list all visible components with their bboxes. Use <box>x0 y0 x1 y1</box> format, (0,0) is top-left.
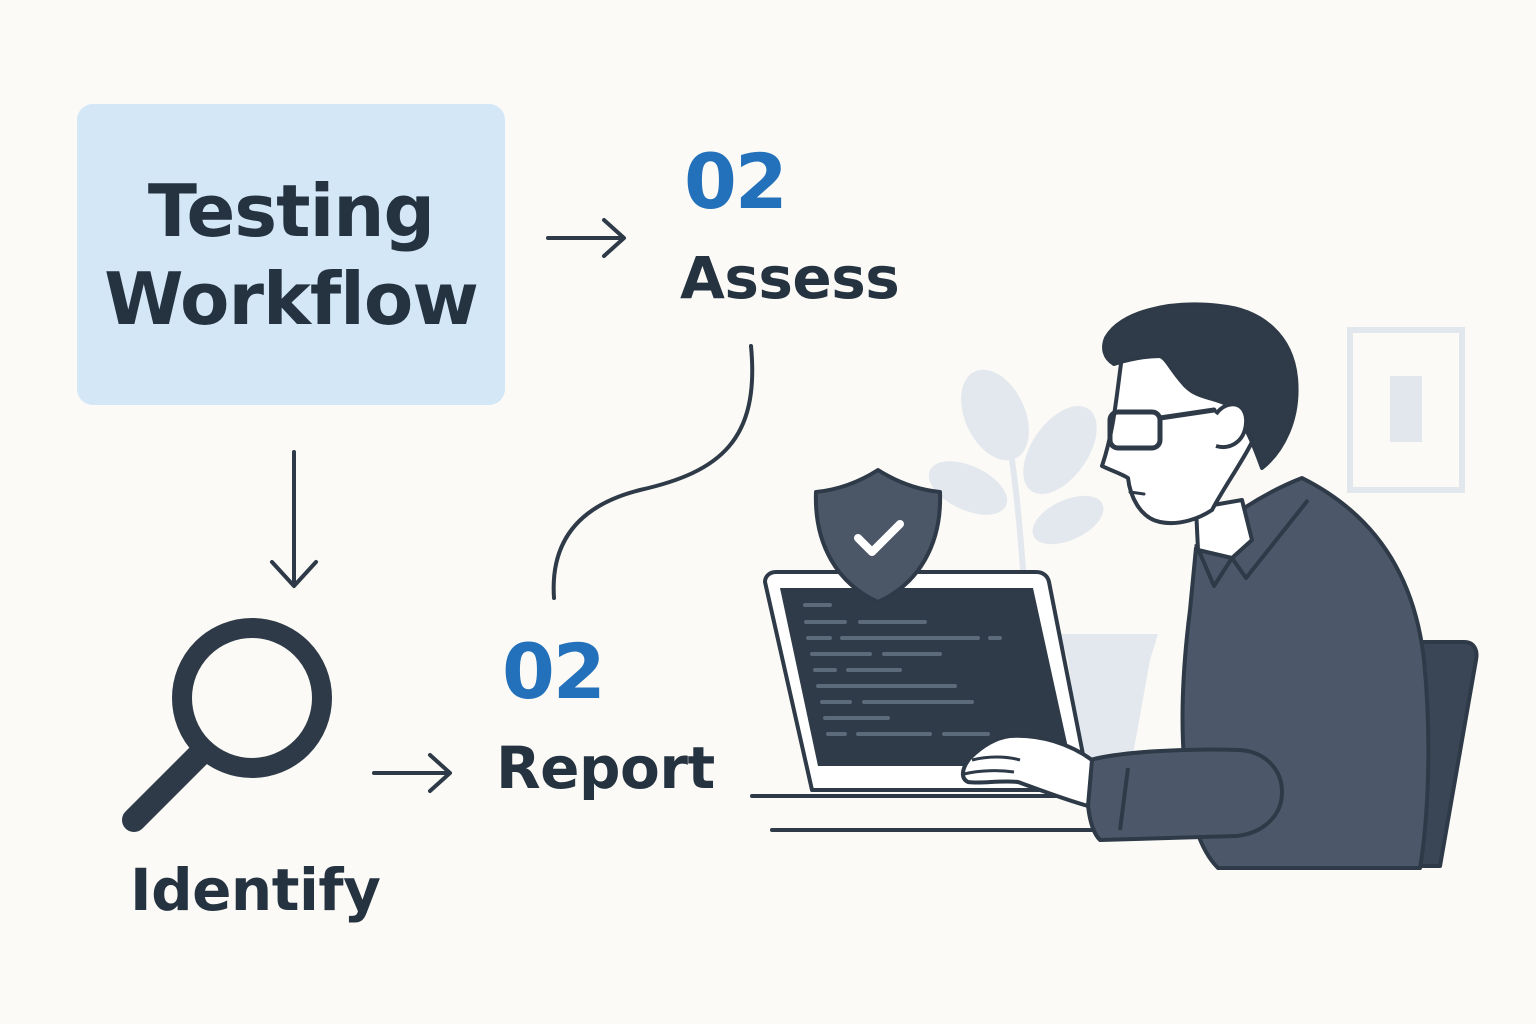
desk <box>750 794 1122 832</box>
shield-check-icon <box>813 468 943 604</box>
report-step-number: 02 <box>502 627 606 716</box>
chair <box>1414 640 1479 868</box>
connector-curve <box>551 344 755 600</box>
title-line-2: Workflow <box>104 256 479 341</box>
arrow-down-icon <box>270 450 318 588</box>
assess-step-label: Assess <box>680 244 900 312</box>
arrow-to-assess-icon <box>546 218 626 258</box>
person <box>961 302 1431 870</box>
title-line-1: Testing <box>147 168 435 253</box>
title-box: Testing Workflow <box>77 104 505 405</box>
wall-frame <box>1347 327 1465 493</box>
assess-step-number: 02 <box>684 137 788 226</box>
arrow-to-report-icon <box>372 753 452 793</box>
report-step-label: Report <box>496 734 715 802</box>
search-icon <box>122 618 332 832</box>
identify-step-label: Identify <box>130 856 381 924</box>
